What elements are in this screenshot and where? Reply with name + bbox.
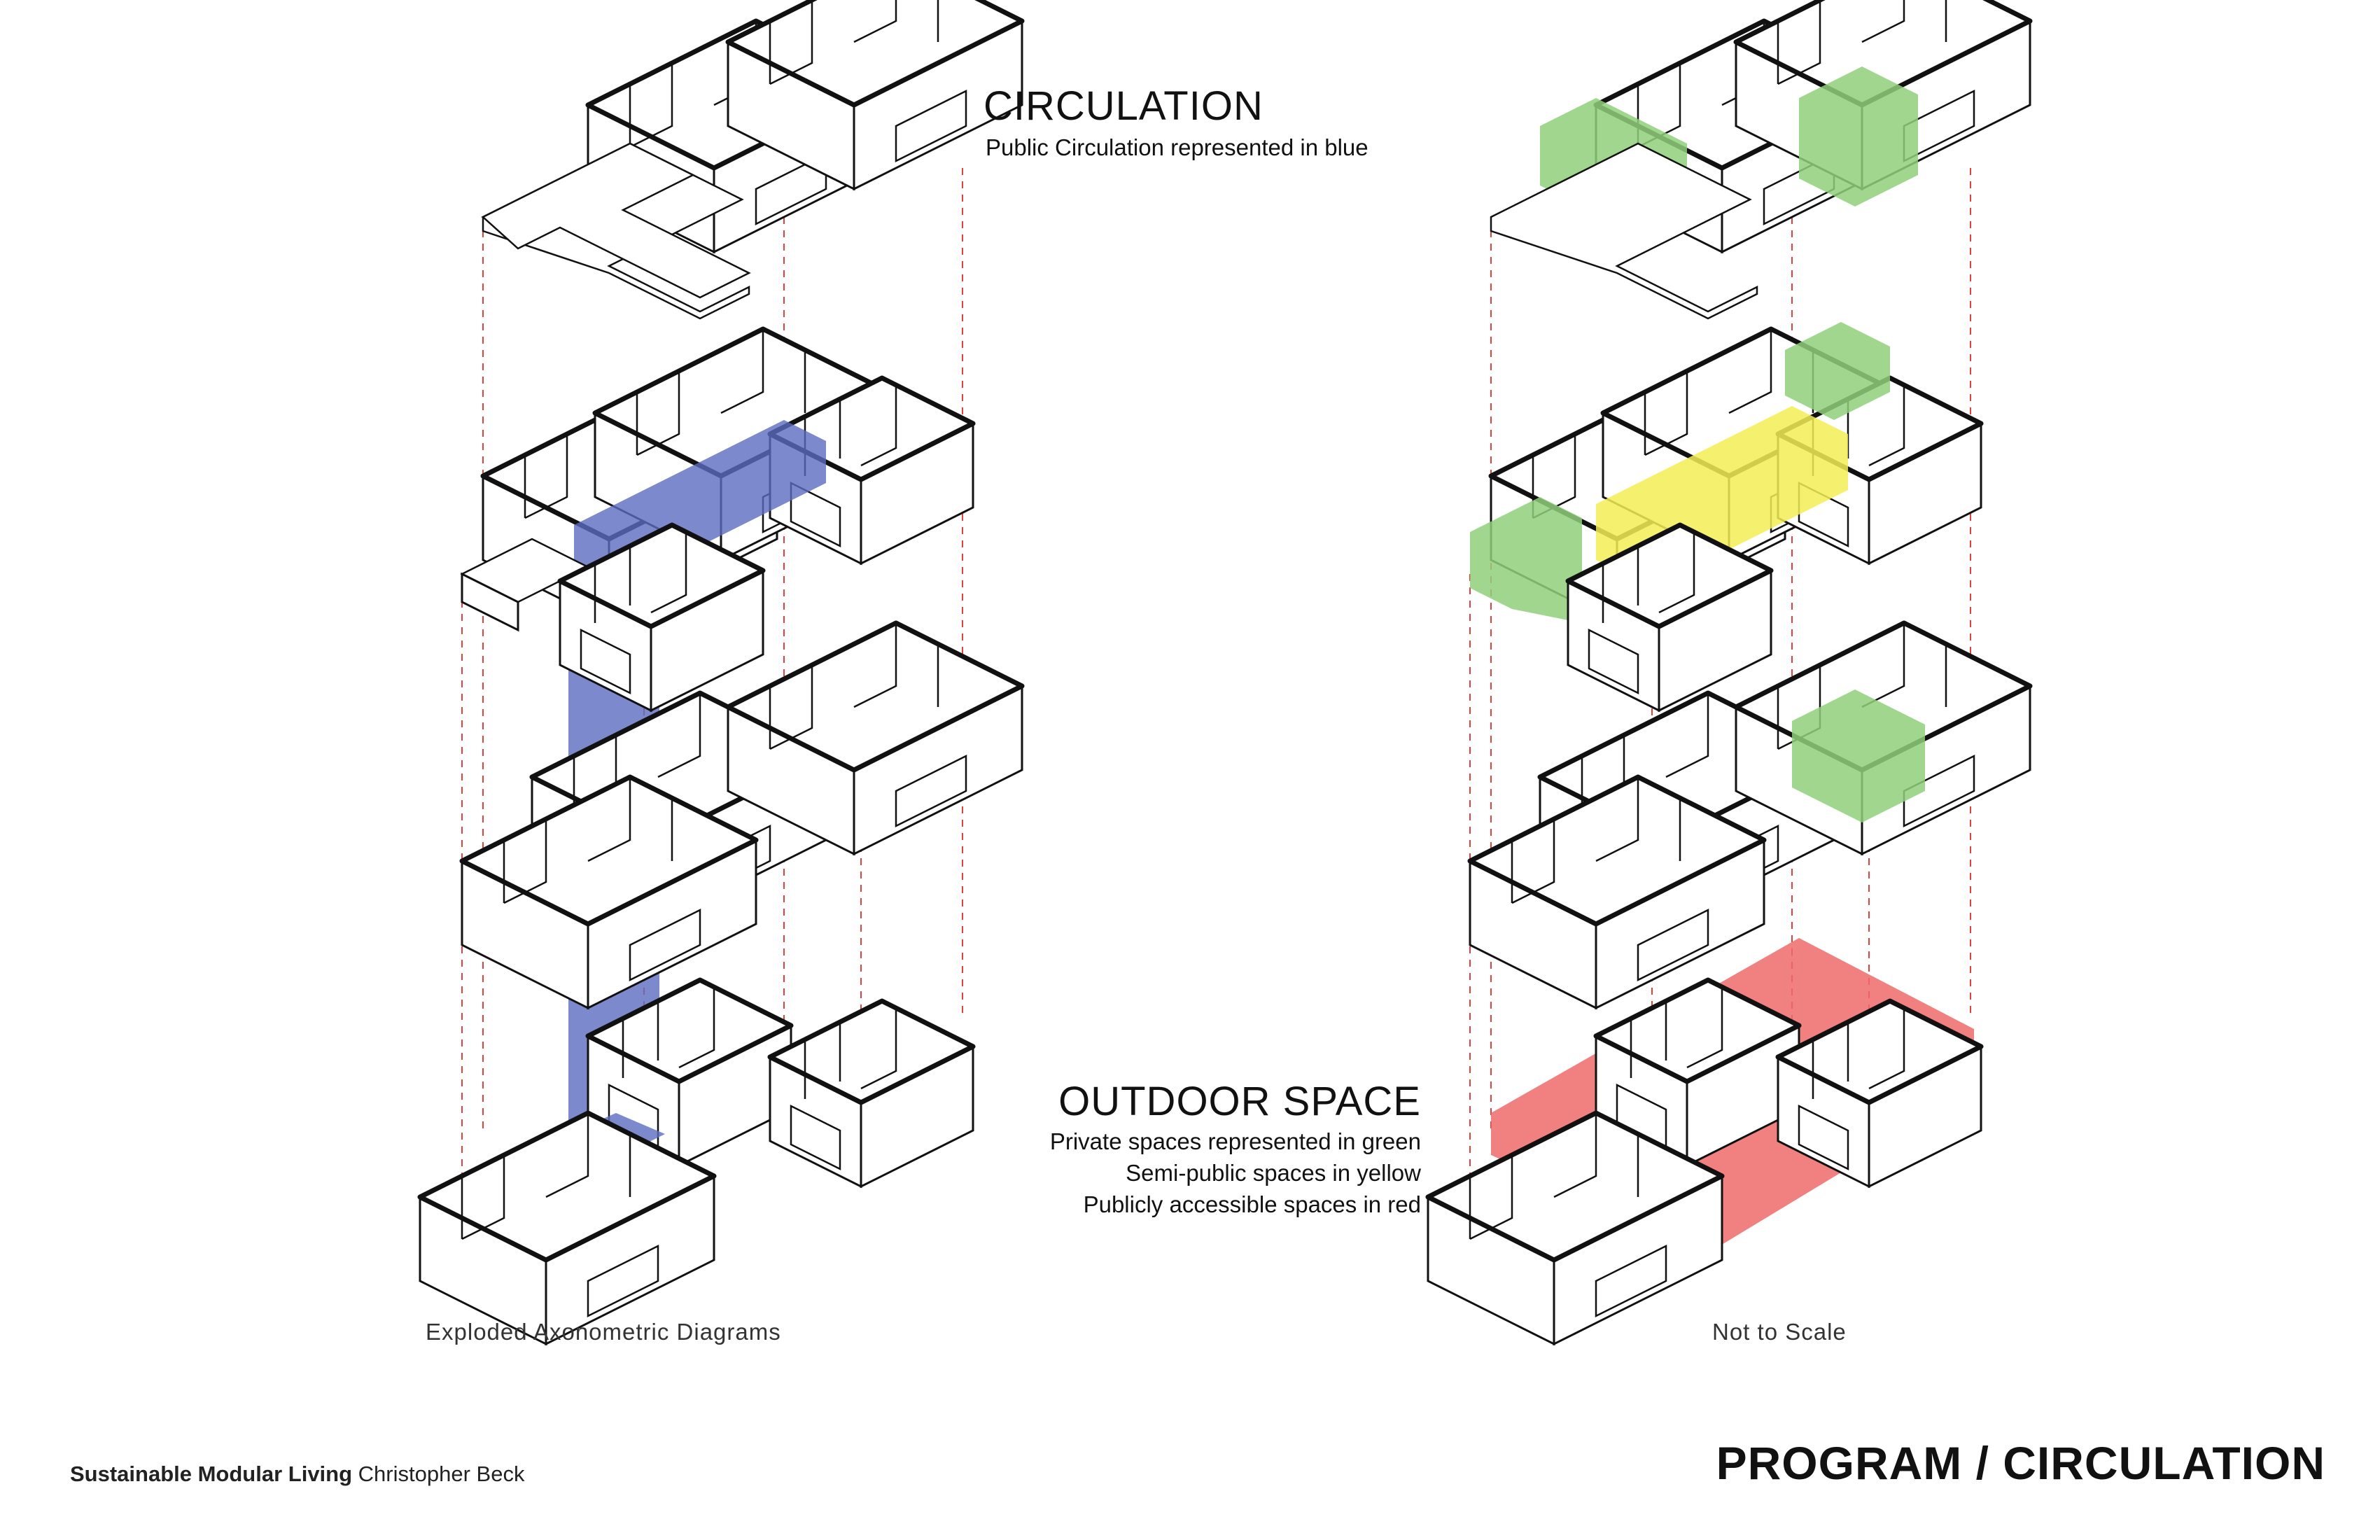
author-name: Christopher Beck: [358, 1462, 525, 1486]
outdoor-line-public: Publicly accessible spaces in red: [1083, 1191, 1421, 1217]
private-terrace-5: [1792, 690, 1925, 822]
private-roof-terrace-2: [1799, 66, 1918, 206]
sheet-title: PROGRAM / CIRCULATION: [1716, 1437, 2325, 1489]
project-name: Sustainable Modular Living: [70, 1462, 353, 1486]
project-credit: Sustainable Modular Living Christopher B…: [70, 1462, 524, 1487]
caption-left: Exploded Axonometric Diagrams: [426, 1319, 781, 1345]
circulation-description: Public Circulation represented in blue: [986, 134, 1368, 160]
outdoor-line-semi-public: Semi-public spaces in yellow: [1126, 1160, 1421, 1186]
outdoor-title: OUTDOOR SPACE: [1058, 1079, 1421, 1124]
caption-right: Not to Scale: [1712, 1319, 1847, 1345]
right-stack: [1428, 0, 2030, 1344]
outdoor-line-private: Private spaces represented in green: [1049, 1128, 1421, 1154]
private-terrace-3: [1785, 322, 1890, 420]
circulation-title: CIRCULATION: [983, 83, 1264, 129]
private-terrace-4: [1470, 497, 1582, 623]
left-stack: [420, 0, 1022, 1344]
